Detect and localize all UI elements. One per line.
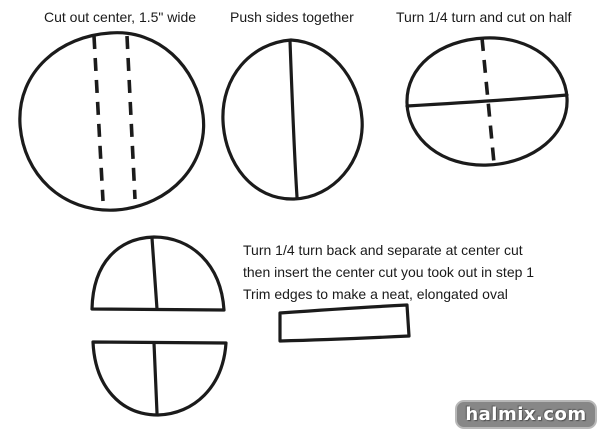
step1-circle-drawing — [18, 31, 206, 212]
dashed-cut-line-right — [125, 35, 137, 200]
dashed-cut-line-left — [92, 35, 105, 202]
bowl-outline — [91, 340, 228, 417]
step3-oval-drawing — [405, 36, 569, 167]
circle-outline — [18, 31, 206, 212]
step4-instruction-line: Turn 1/4 turn back and separate at cente… — [243, 242, 523, 258]
center-seam-line — [288, 39, 299, 199]
wide-oval-outline — [405, 36, 569, 167]
step1-label: Cut out center, 1.5" wide — [44, 9, 197, 25]
strip-rectangle-outline — [278, 303, 411, 343]
step4-center-strip-drawing — [278, 303, 411, 343]
step2-oval-drawing — [221, 38, 364, 201]
step4-instruction-line: Trim edges to make a neat, elongated ova… — [243, 286, 508, 302]
horizontal-cut-line — [405, 93, 569, 108]
step3-label: Turn 1/4 turn and cut on half — [396, 9, 572, 25]
step4-bottom-half-drawing — [91, 340, 228, 417]
bowl-seam-line — [152, 341, 159, 415]
egg-oval-outline — [221, 38, 364, 201]
watermark-badge: halmix.com — [455, 400, 597, 429]
step4-top-half-drawing — [90, 235, 226, 312]
step4-instructions: Turn 1/4 turn back and separate at cente… — [243, 239, 563, 305]
step2-label: Push sides together — [230, 9, 354, 25]
step4-instruction-line: then insert the center cut you took out … — [243, 264, 535, 280]
dome-seam-line — [150, 236, 159, 311]
dome-outline — [90, 235, 226, 312]
